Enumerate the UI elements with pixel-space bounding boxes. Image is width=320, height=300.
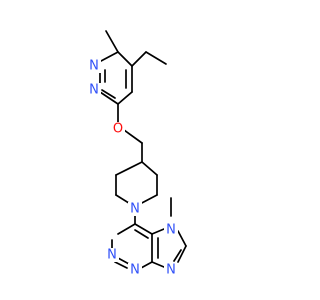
bond [134, 223, 153, 235]
bond [115, 161, 143, 176]
bond [177, 230, 187, 247]
bond [105, 30, 119, 53]
atom-n3: N [130, 202, 140, 217]
bond [177, 245, 187, 263]
atom-n1: N [89, 59, 99, 74]
atom-n7: N [166, 263, 176, 278]
atom-n6: N [130, 263, 140, 278]
bond [151, 228, 165, 235]
bond [117, 51, 133, 67]
bond [101, 89, 116, 99]
bond [99, 91, 119, 105]
bond [141, 161, 158, 176]
bond [117, 223, 136, 235]
bond [173, 249, 182, 262]
atom-n2: N [89, 83, 99, 98]
molecule-structure: N N O N N N N N [87, 30, 187, 278]
bond [100, 51, 119, 62]
bonds [99, 30, 187, 269]
bond [140, 261, 153, 269]
bond [117, 91, 133, 105]
bond [123, 129, 143, 144]
atom-n5: N [107, 248, 117, 263]
bond [151, 261, 165, 268]
bond [117, 257, 130, 265]
atom-labels: N N O N N N N N [87, 59, 178, 278]
bond [145, 51, 167, 65]
atom-n4: N [166, 223, 176, 238]
bond [134, 229, 149, 239]
atom-o1: O [113, 122, 123, 137]
bond [114, 261, 128, 269]
bond [131, 51, 147, 67]
molecule-diagram: N N O N N N N N [87, 30, 187, 278]
